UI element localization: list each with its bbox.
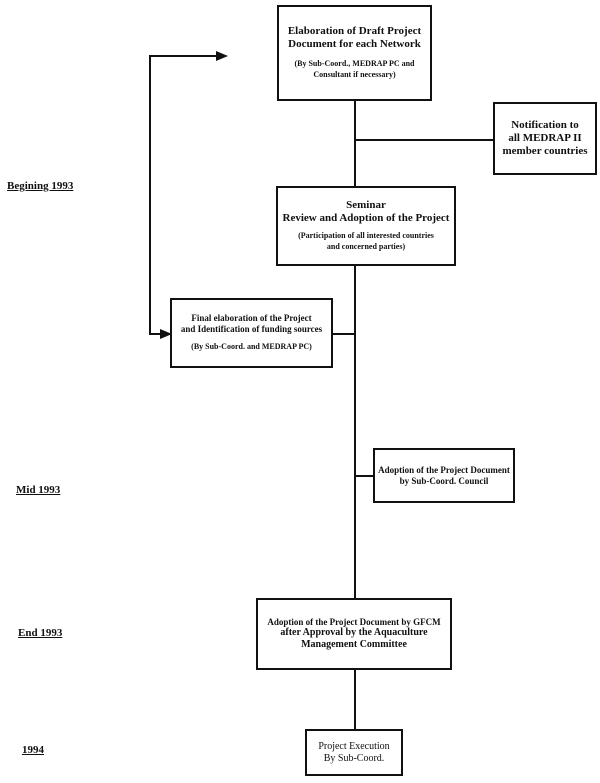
draft-note-line2: Consultant if necessary) bbox=[313, 70, 396, 80]
final-note: (By Sub-Coord. and MEDRAP PC) bbox=[191, 342, 312, 352]
seminar-title-line2: Review and Adoption of the Project bbox=[282, 212, 450, 225]
notification-box: Notification to all MEDRAP II member cou… bbox=[493, 102, 597, 175]
project-execution-box: Project Execution By Sub-Coord. bbox=[305, 729, 403, 776]
notification-line2: all MEDRAP II bbox=[508, 131, 582, 144]
subcoord-line1: Adoption of the Project Document bbox=[378, 464, 510, 475]
seminar-title-line1: Seminar bbox=[346, 199, 386, 212]
seminar-note-line2: and concerned parties) bbox=[326, 242, 406, 252]
timeline-begining-1993: Begining 1993 bbox=[7, 180, 74, 192]
feedback-loop bbox=[149, 55, 218, 335]
notification-line1: Notification to bbox=[511, 118, 579, 131]
timeline-end-1993: End 1993 bbox=[18, 627, 63, 639]
final-title-line1: Final elaboration of the Project bbox=[191, 312, 312, 323]
draft-note-line1: (By Sub-Coord., MEDRAP PC and bbox=[294, 59, 415, 69]
gfcm-adoption-box: Adoption of the Project Document by GFCM… bbox=[256, 598, 452, 670]
execution-line1: Project Execution bbox=[318, 740, 390, 752]
draft-title-line2: Document for each Network bbox=[288, 38, 421, 51]
arrowhead-final bbox=[160, 329, 172, 339]
subcoord-line2: by Sub-Coord. Council bbox=[399, 475, 489, 486]
seminar-box: Seminar Review and Adoption of the Proje… bbox=[276, 186, 456, 266]
seminar-note-line1: (Participation of all interested countri… bbox=[298, 231, 434, 241]
final-title-line2: and Identification of funding sources bbox=[180, 323, 323, 334]
gfcm-line2: after Approval by the Aquaculture bbox=[280, 627, 428, 639]
notification-line3: member countries bbox=[502, 145, 588, 158]
execution-line2: By Sub-Coord. bbox=[323, 752, 385, 764]
subcoord-council-box: Adoption of the Project Document by Sub-… bbox=[373, 448, 515, 503]
arrowhead-draft bbox=[216, 51, 228, 61]
draft-project-box: Elaboration of Draft Project Document fo… bbox=[277, 5, 432, 101]
gfcm-line3: Management Committee bbox=[301, 639, 407, 651]
final-elaboration-box: Final elaboration of the Project and Ide… bbox=[170, 298, 333, 368]
timeline-mid-1993: Mid 1993 bbox=[16, 484, 61, 496]
gfcm-line1: Adoption of the Project Document by GFCM bbox=[267, 616, 441, 627]
draft-title-line1: Elaboration of Draft Project bbox=[287, 25, 422, 38]
timeline-1994: 1994 bbox=[22, 744, 44, 756]
